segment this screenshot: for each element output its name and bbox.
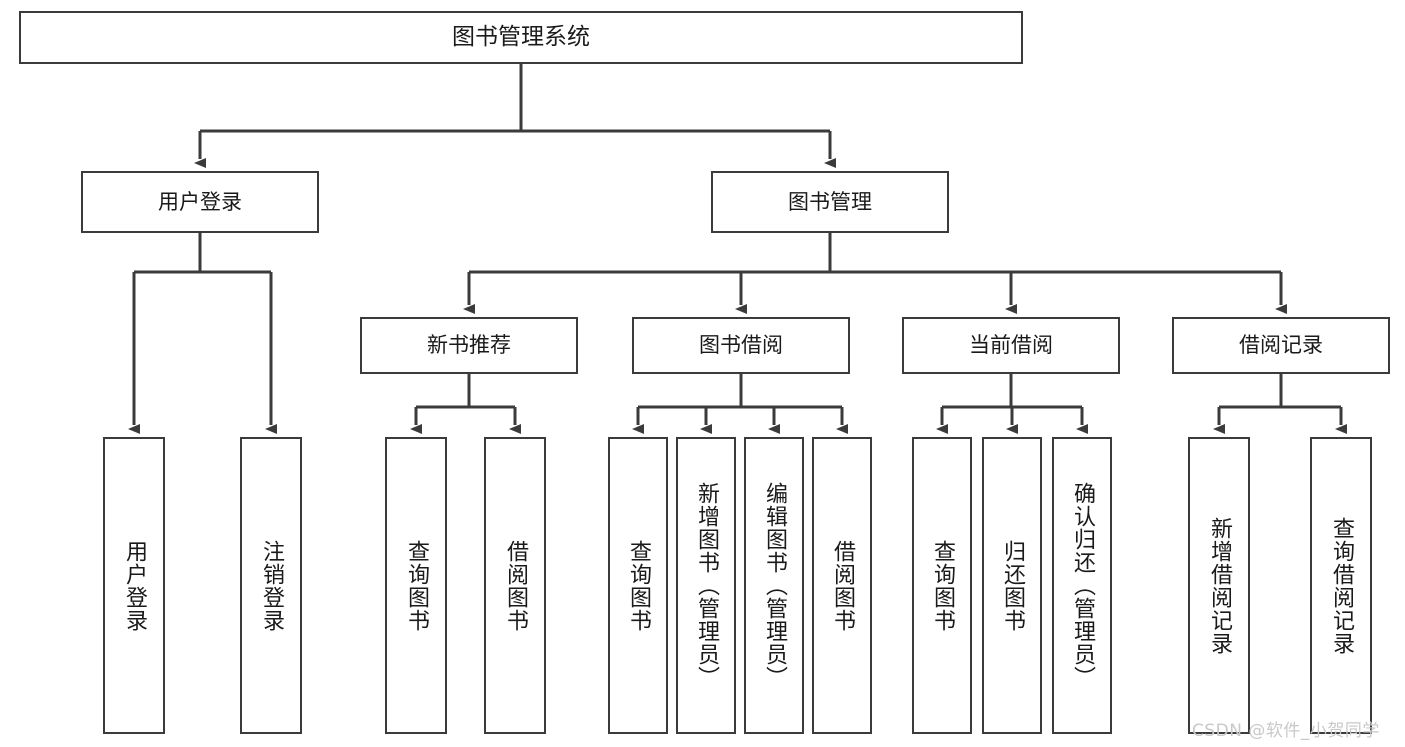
node-root-label: 图书管理系统 bbox=[452, 23, 590, 50]
csdn-watermark: CSDN @软件_小贺同学 bbox=[1192, 721, 1380, 741]
node-leaf-query-record-label: 查询借阅记录 bbox=[1329, 516, 1354, 655]
node-book-borrow[interactable]: 图书借阅 bbox=[632, 317, 850, 374]
node-leaf-query-book-nbr-label: 查询图书 bbox=[404, 539, 429, 632]
node-root[interactable]: 图书管理系统 bbox=[19, 11, 1023, 64]
node-leaf-user-login[interactable]: 用户登录 bbox=[103, 437, 165, 734]
node-new-book-recommend[interactable]: 新书推荐 bbox=[360, 317, 578, 374]
node-leaf-query-book-cb[interactable]: 查询图书 bbox=[912, 437, 972, 734]
node-leaf-add-record[interactable]: 新增借阅记录 bbox=[1188, 437, 1250, 734]
node-leaf-borrow-book-bb[interactable]: 借阅图书 bbox=[812, 437, 872, 734]
node-leaf-query-book-bb-label: 查询图书 bbox=[626, 539, 651, 632]
node-leaf-borrow-book-bb-label: 借阅图书 bbox=[830, 539, 855, 632]
node-leaf-query-book-bb[interactable]: 查询图书 bbox=[608, 437, 668, 734]
node-current-borrow-label: 当前借阅 bbox=[969, 333, 1053, 358]
node-leaf-add-book[interactable]: 新增图书（管理员） bbox=[676, 437, 736, 734]
node-leaf-edit-book-label: 编辑图书（管理员） bbox=[762, 482, 787, 689]
node-leaf-query-book-cb-label: 查询图书 bbox=[930, 539, 955, 632]
node-book-manage[interactable]: 图书管理 bbox=[711, 171, 949, 233]
node-leaf-return-book-label: 归还图书 bbox=[1000, 539, 1025, 632]
node-leaf-query-record[interactable]: 查询借阅记录 bbox=[1310, 437, 1372, 734]
node-leaf-user-login-label: 用户登录 bbox=[122, 539, 147, 632]
node-leaf-confirm-return[interactable]: 确认归还（管理员） bbox=[1052, 437, 1112, 734]
node-leaf-confirm-return-label: 确认归还（管理员） bbox=[1070, 482, 1095, 689]
node-leaf-borrow-book-nbr[interactable]: 借阅图书 bbox=[484, 437, 546, 734]
node-user-login[interactable]: 用户登录 bbox=[81, 171, 319, 233]
node-user-login-label: 用户登录 bbox=[158, 189, 242, 214]
node-leaf-user-logout[interactable]: 注销登录 bbox=[240, 437, 302, 734]
node-leaf-return-book[interactable]: 归还图书 bbox=[982, 437, 1042, 734]
node-leaf-edit-book[interactable]: 编辑图书（管理员） bbox=[744, 437, 804, 734]
node-borrow-record[interactable]: 借阅记录 bbox=[1172, 317, 1390, 374]
node-new-book-recommend-label: 新书推荐 bbox=[427, 333, 511, 358]
node-leaf-user-logout-label: 注销登录 bbox=[259, 539, 284, 632]
node-current-borrow[interactable]: 当前借阅 bbox=[902, 317, 1120, 374]
node-borrow-record-label: 借阅记录 bbox=[1239, 333, 1323, 358]
node-leaf-borrow-book-nbr-label: 借阅图书 bbox=[503, 539, 528, 632]
node-leaf-add-record-label: 新增借阅记录 bbox=[1207, 516, 1232, 655]
node-leaf-add-book-label: 新增图书（管理员） bbox=[694, 482, 719, 689]
node-book-borrow-label: 图书借阅 bbox=[699, 333, 783, 358]
node-book-manage-label: 图书管理 bbox=[788, 189, 872, 214]
node-leaf-query-book-nbr[interactable]: 查询图书 bbox=[385, 437, 447, 734]
